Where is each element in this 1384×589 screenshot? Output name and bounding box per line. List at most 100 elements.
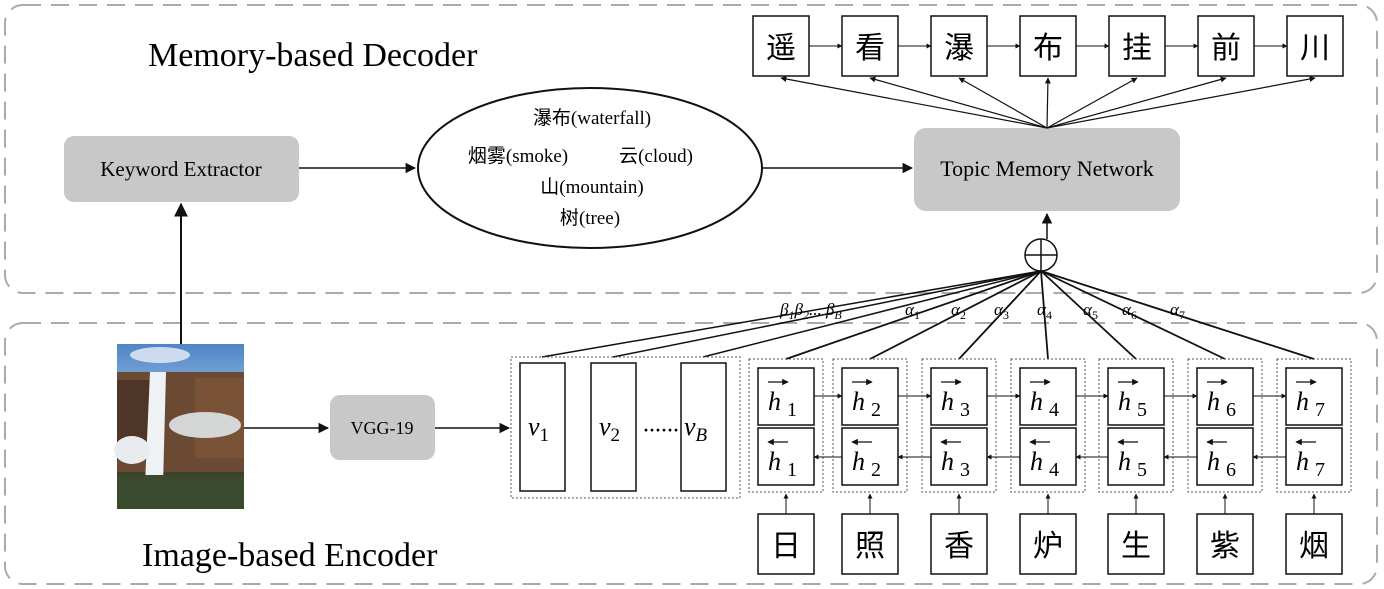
- visual-features-container: [510, 356, 741, 499]
- keyword-extractor-label: Keyword Extractor: [100, 157, 262, 181]
- keyword-tree: 树(tree): [560, 207, 620, 229]
- vgg-block: [330, 395, 435, 460]
- output-fan-lines: [780, 76, 1316, 129]
- alpha-label: α5: [1083, 300, 1098, 322]
- output-char: 挂: [1122, 31, 1152, 66]
- alpha-label: α3: [994, 300, 1009, 322]
- output-char-box: 看: [841, 15, 899, 77]
- feature-dots: ······: [643, 420, 679, 440]
- forward-hidden: [930, 367, 988, 426]
- encoder-section-border: [4, 322, 1378, 585]
- alpha-line: [1040, 270, 1315, 360]
- input-char-box: 烟: [1285, 493, 1343, 575]
- output-char-box: 遥: [752, 15, 810, 77]
- forward-hidden: [757, 367, 815, 426]
- feature-v2: [590, 362, 637, 492]
- topic-memory-block: [914, 128, 1180, 211]
- input-char-box: 照: [841, 493, 899, 575]
- keyword-smoke: 烟雾(smoke): [468, 145, 568, 167]
- output-char-box: 川: [1286, 15, 1344, 77]
- keyword-cloud: 云(cloud): [619, 145, 693, 167]
- waterfall-image: [114, 344, 244, 509]
- input-char-box: 紫: [1196, 493, 1254, 575]
- output-fan-arrow: [1046, 76, 1316, 129]
- input-char: 日: [771, 529, 801, 564]
- beta-line: [541, 270, 1042, 358]
- alpha-label: α4: [1037, 300, 1052, 322]
- alpha-line: [869, 270, 1042, 360]
- input-char: 紫: [1210, 529, 1240, 564]
- alpha-line: [1040, 270, 1049, 360]
- keyword-extractor-block: [64, 136, 299, 202]
- feature-vB-label: vB: [684, 412, 708, 446]
- beta-line: [702, 270, 1042, 358]
- output-fan-arrow: [958, 77, 1048, 129]
- alpha-label: α7: [1170, 300, 1185, 322]
- backward-hidden: [841, 427, 899, 486]
- feature-vB: [680, 362, 727, 492]
- input-char-box: 日: [757, 493, 815, 575]
- input-char: 烟: [1299, 529, 1329, 564]
- beta-line: [612, 270, 1042, 358]
- alpha-line: [1040, 270, 1137, 360]
- backward-hidden: [1196, 427, 1254, 486]
- forward-hidden: [1019, 367, 1077, 426]
- backward-hidden: [757, 427, 815, 486]
- feature-v1-label: v1: [528, 412, 549, 446]
- keyword-waterfall: 瀑布(waterfall): [533, 107, 651, 129]
- output-char-box: 布: [1019, 15, 1077, 77]
- feature-v2-label: v2: [599, 412, 620, 446]
- feature-v1: [519, 362, 566, 492]
- output-char-box: 前: [1197, 15, 1255, 77]
- input-char: 炉: [1033, 529, 1063, 564]
- output-char-row: 遥看瀑布挂前川: [752, 15, 1344, 77]
- backward-hidden: [930, 427, 988, 486]
- decoder-section-border: [4, 4, 1378, 294]
- output-char: 遥: [766, 31, 796, 66]
- forward-hidden: [1107, 367, 1165, 426]
- output-fan-arrow: [1044, 77, 1051, 129]
- input-char: 照: [855, 529, 885, 564]
- encoder-title: Image-based Encoder: [142, 537, 438, 574]
- alpha-line: [785, 270, 1042, 360]
- input-char-box: 生: [1107, 493, 1165, 575]
- input-char-row: 日照香炉生紫烟: [757, 493, 1343, 575]
- output-fan-arrow: [1046, 77, 1138, 129]
- output-fan-arrow: [1046, 76, 1227, 129]
- output-fan-arrow: [780, 76, 1048, 129]
- alpha-line: [1040, 270, 1226, 360]
- output-char: 前: [1211, 31, 1241, 66]
- output-char: 看: [855, 31, 885, 66]
- backward-hidden: [1107, 427, 1165, 486]
- output-char: 川: [1300, 31, 1330, 66]
- alpha-label: α6: [1122, 300, 1137, 322]
- alpha-label: α1: [905, 300, 920, 322]
- beta-label: β1β2... βB: [779, 300, 842, 322]
- alpha-labels: α1 α2 α3 α4 α5 α6 α7: [905, 300, 1185, 322]
- output-char-box: 瀑: [930, 15, 988, 77]
- output-fan-arrow: [869, 76, 1048, 129]
- decoder-title: Memory-based Decoder: [148, 37, 478, 74]
- alpha-label: α2: [951, 300, 966, 322]
- input-char: 香: [944, 529, 974, 564]
- backward-hidden: [1019, 427, 1077, 486]
- forward-hidden: [1196, 367, 1254, 426]
- topic-memory-label: Topic Memory Network: [940, 156, 1154, 181]
- alpha-line: [958, 270, 1042, 360]
- input-char-box: 香: [930, 493, 988, 575]
- vgg-label: VGG-19: [351, 418, 414, 438]
- output-char: 布: [1033, 31, 1063, 66]
- backward-hidden: [1285, 427, 1343, 486]
- output-char-box: 挂: [1108, 15, 1166, 77]
- input-char-box: 炉: [1019, 493, 1077, 575]
